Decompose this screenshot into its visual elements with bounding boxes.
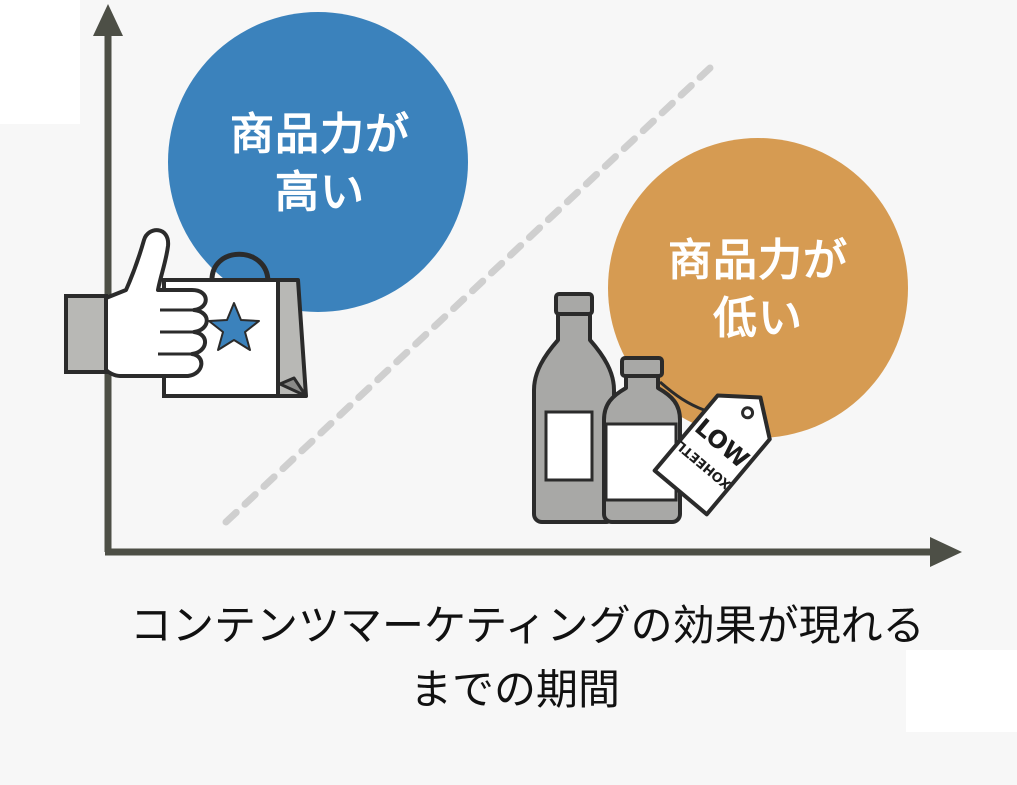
- price-tag-icon: LOW XOHEETL: [652, 393, 772, 517]
- bottle-icon: [532, 292, 616, 524]
- y-axis-arrowhead: [93, 4, 123, 36]
- background-patch: [0, 0, 80, 124]
- low-label-line2: 低い: [713, 293, 803, 344]
- high-product-power-label: 商品力が 高い: [190, 106, 450, 222]
- low-product-power-label: 商品力が 低い: [628, 232, 888, 348]
- x-axis-caption-line1: コンテンツマーケティングの効果が現れる: [130, 601, 925, 650]
- x-axis-caption-line2: までの期間: [410, 665, 621, 714]
- high-product-power-circle: [168, 12, 468, 312]
- low-product-power-circle: [608, 138, 908, 438]
- dashed-divider-line: [222, 64, 714, 526]
- star-icon: [208, 302, 260, 351]
- axes: [93, 4, 962, 567]
- high-label-line2: 高い: [275, 167, 365, 218]
- high-label-line1: 商品力が: [230, 109, 410, 160]
- background-patch: [906, 650, 1017, 732]
- x-axis-arrowhead: [930, 537, 962, 567]
- low-label-line1: 商品力が: [668, 235, 848, 286]
- thumbs-up-icon: [64, 228, 209, 378]
